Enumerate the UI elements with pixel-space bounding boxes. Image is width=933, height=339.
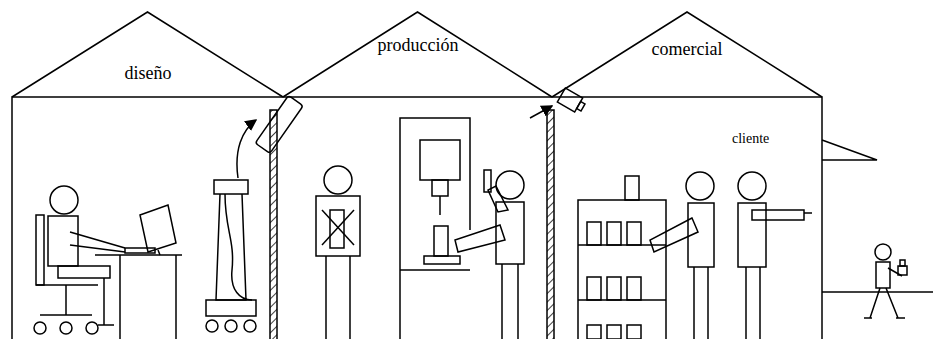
roof-line [283,12,552,97]
roof-line [552,12,822,97]
customer-figure [864,244,907,318]
seller-figure [650,172,714,339]
building-wall [12,97,822,339]
prototype-machine [206,96,303,332]
section-title: comercial [652,40,723,60]
roof-section: comercial [552,12,822,97]
section-title: producción [378,36,459,56]
roof-section: diseño [12,12,283,97]
section-title: diseño [125,64,172,84]
roof-section: producción [283,12,552,97]
product-shelf [578,176,666,339]
role-label: cliente [730,131,771,146]
roof-line [12,12,283,97]
canopy [822,140,877,160]
client-figure [738,172,812,339]
operator-figure [455,88,587,339]
partition-wall [547,110,554,339]
ground-line [822,291,933,293]
designer-figure [34,186,182,339]
drill-press [400,118,470,339]
roof-outline [12,12,283,97]
worker-figure [316,166,360,339]
